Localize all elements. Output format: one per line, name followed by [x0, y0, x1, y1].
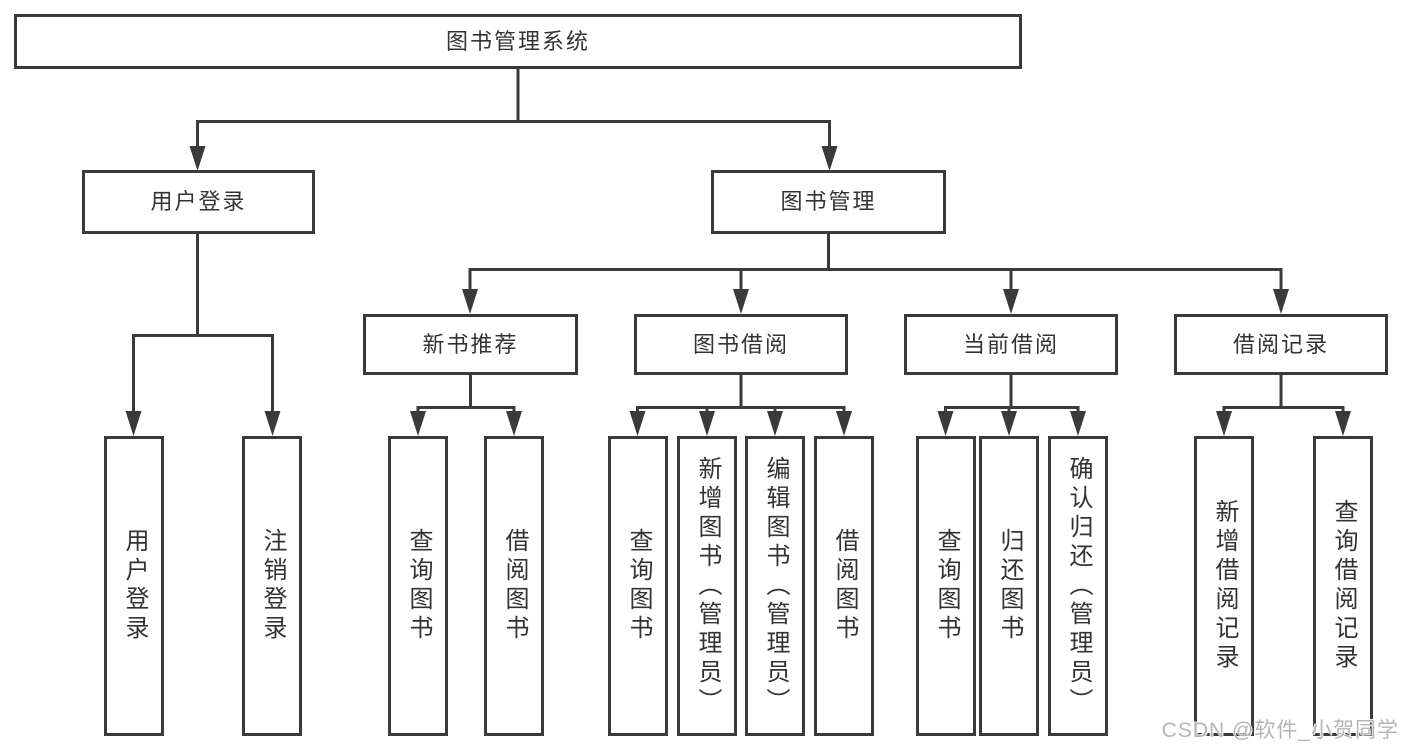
node-book-manage: 图书管理	[711, 170, 946, 234]
node-current-borrow: 当前借阅	[904, 314, 1118, 375]
node-root: 图书管理系统	[14, 14, 1022, 69]
arrow-down-icons	[125, 146, 1351, 436]
leaf-query-book-borrow: 查询图书	[608, 436, 668, 736]
node-user-login: 用户登录	[82, 170, 315, 234]
node-new-book-recommend: 新书推荐	[363, 314, 578, 375]
leaf-edit-book-admin: 编辑图书（管理员）	[745, 436, 805, 736]
leaf-query-book-current: 查询图书	[916, 436, 976, 736]
leaf-user-login: 用户登录	[104, 436, 164, 736]
leaf-query-borrow-record: 查询借阅记录	[1313, 436, 1373, 736]
node-book-borrow: 图书借阅	[634, 314, 848, 375]
leaf-borrow-book-borrow: 借阅图书	[814, 436, 874, 736]
node-borrow-record: 借阅记录	[1174, 314, 1388, 375]
leaf-borrow-book-newrec: 借阅图书	[484, 436, 544, 736]
csdn-watermark: CSDN @软件_小贺同学	[1161, 719, 1399, 742]
leaf-return-book: 归还图书	[979, 436, 1039, 736]
leaf-logout: 注销登录	[242, 436, 302, 736]
leaf-confirm-return-admin: 确认归还（管理员）	[1048, 436, 1108, 736]
leaf-add-book-admin: 新增图书（管理员）	[677, 436, 737, 736]
leaf-query-book-newrec: 查询图书	[388, 436, 448, 736]
leaf-add-borrow-record: 新增借阅记录	[1194, 436, 1254, 736]
